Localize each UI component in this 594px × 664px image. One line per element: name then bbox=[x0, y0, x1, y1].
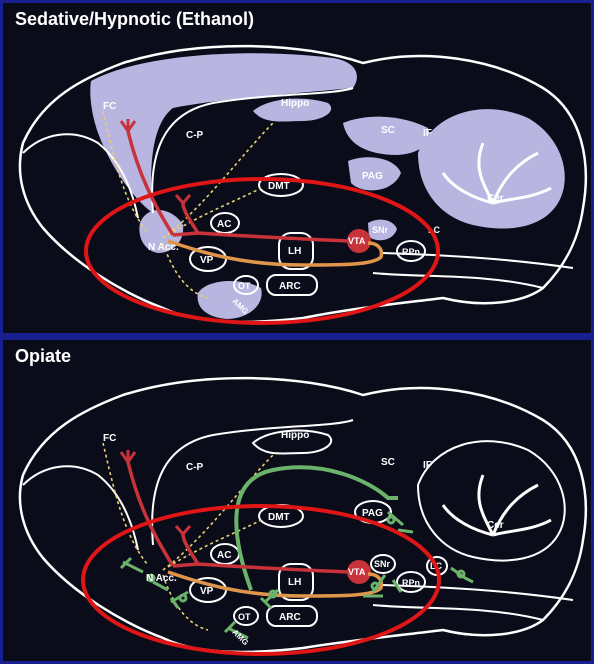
label-rpn: RPn bbox=[402, 247, 420, 257]
label-hippo: Hippo bbox=[281, 430, 309, 441]
label-if: IF bbox=[423, 460, 432, 471]
label-nacc: N Acc. bbox=[146, 573, 177, 584]
opiate-brain-diagram: FC Hippo C-P SC IF PAG Cer DMT AC N Acc.… bbox=[3, 340, 591, 661]
nacc-terminal bbox=[176, 526, 190, 534]
label-snr: SNr bbox=[374, 559, 391, 569]
opiate-panel: Opiate bbox=[3, 340, 591, 661]
label-ot: OT bbox=[238, 281, 251, 291]
cerebellum-region bbox=[418, 109, 565, 228]
panel-title: Sedative/Hypnotic (Ethanol) bbox=[15, 9, 254, 30]
label-ac: AC bbox=[217, 550, 231, 561]
label-cp: C-P bbox=[186, 130, 204, 141]
label-cp: C-P bbox=[186, 462, 204, 473]
label-if: IF bbox=[423, 128, 432, 139]
label-pag: PAG bbox=[362, 171, 383, 182]
cerebellum-outline bbox=[418, 441, 565, 560]
label-lh: LH bbox=[288, 246, 301, 257]
ethanol-brain-diagram: FC Hippo C-P SC IF PAG Cer DMT AC N Acc.… bbox=[3, 3, 591, 333]
fc-terminal bbox=[121, 450, 135, 462]
label-arc: ARC bbox=[279, 612, 301, 623]
label-hippo: Hippo bbox=[281, 98, 309, 109]
label-pag: PAG bbox=[362, 508, 383, 519]
highlight-circle bbox=[83, 506, 439, 654]
label-sc: SC bbox=[381, 125, 395, 136]
label-cer: Cer bbox=[487, 520, 504, 531]
highlight-circle bbox=[86, 179, 438, 323]
label-vp: VP bbox=[200, 255, 214, 266]
label-ot: OT bbox=[238, 612, 251, 622]
label-dmt: DMT bbox=[268, 512, 290, 523]
label-ac: AC bbox=[217, 219, 231, 230]
label-lh: LH bbox=[288, 577, 301, 588]
label-snr: SNr bbox=[372, 225, 389, 235]
label-cer: Cer bbox=[487, 193, 504, 204]
ethanol-panel: Sedative/Hypnotic (Ethanol) F bbox=[3, 3, 591, 333]
label-amg: AMG bbox=[231, 628, 251, 648]
label-nacc: N Acc. bbox=[148, 242, 179, 253]
label-arc: ARC bbox=[279, 281, 301, 292]
label-fc: FC bbox=[103, 101, 116, 112]
panel-title: Opiate bbox=[15, 346, 71, 367]
corpus-callosum bbox=[152, 420, 353, 545]
label-sc: SC bbox=[381, 457, 395, 468]
amygdala-region bbox=[198, 281, 262, 319]
nacc-terminal bbox=[176, 195, 190, 203]
label-vp: VP bbox=[200, 586, 214, 597]
label-dmt: DMT bbox=[268, 181, 290, 192]
label-vta: VTA bbox=[348, 567, 366, 577]
olfactory-outline bbox=[23, 466, 138, 550]
label-fc: FC bbox=[103, 433, 116, 444]
label-vta: VTA bbox=[348, 236, 366, 246]
label-rpn: RPn bbox=[402, 578, 420, 588]
